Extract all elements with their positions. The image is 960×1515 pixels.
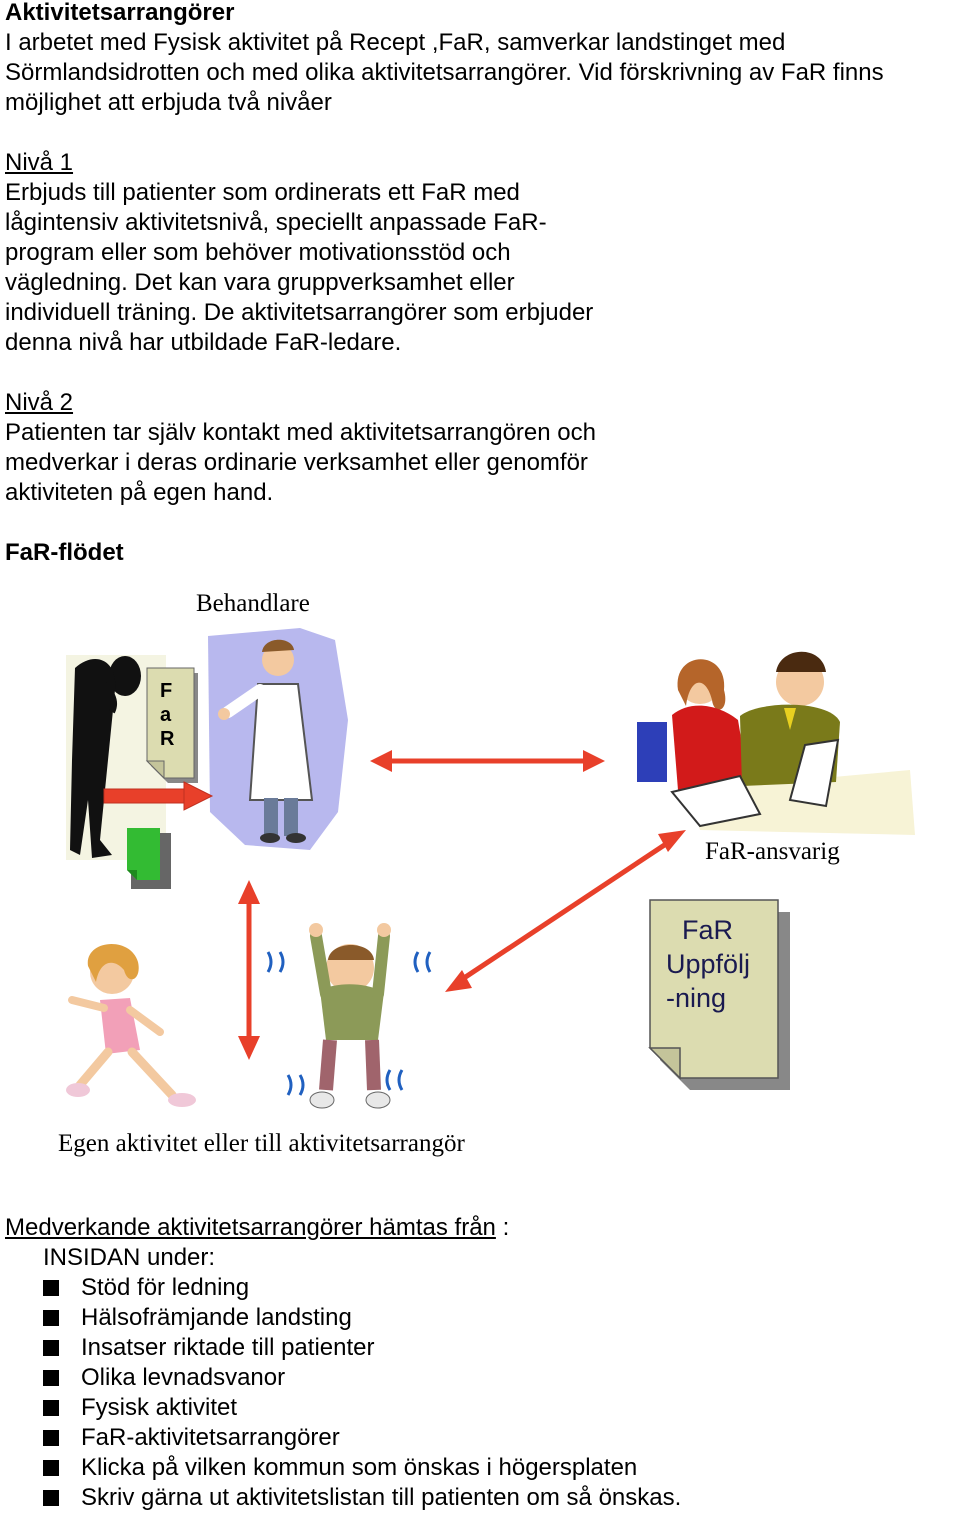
level2-title: Nivå 2 [5, 389, 74, 416]
label-behandlare: Behandlare [196, 590, 310, 617]
far-uppfoljning-note-icon [648, 899, 790, 1090]
list-item: Klicka på vilken kommun som önskas i hög… [43, 1453, 681, 1483]
list-item-label: Hälsofrämjande landsting [81, 1304, 352, 1331]
bullet-square-icon [43, 1430, 59, 1446]
far-note-letter: F [160, 680, 173, 702]
level2-line: aktiviteten på egen hand. [5, 479, 274, 506]
page-title: Aktivitetsarrangörer [5, 0, 235, 26]
far-flow-diagram [66, 628, 915, 1109]
list-item-label: Klicka på vilken kommun som önskas i hög… [81, 1454, 638, 1481]
running-woman-icon [66, 943, 196, 1107]
level2-section: Nivå 2 Patienten tar själv kontakt med a… [5, 388, 960, 508]
far-note-icon [145, 667, 198, 783]
level1-section: Nivå 1 Erbjuds till patienter som ordine… [5, 148, 960, 358]
intro-line: Sörmlandsidrotten och med olika aktivite… [5, 59, 884, 86]
far-note-text: F a R [160, 679, 174, 751]
list-item-label: Olika levnadsvanor [81, 1364, 286, 1391]
list-item: Stöd för ledning [43, 1273, 681, 1303]
level2-line: medverkar i deras ordinarie verksamhet e… [5, 449, 588, 476]
bullet-square-icon [43, 1370, 59, 1386]
intro-paragraph: I arbetet med Fysisk aktivitet på Recept… [5, 28, 960, 118]
sources-title: Medverkande aktivitetsarrangörer hämtas … [5, 1214, 496, 1241]
sources-colon: : [495, 1214, 510, 1241]
bullet-square-icon [43, 1490, 59, 1506]
level1-line: Erbjuds till patienter som ordinerats et… [5, 179, 520, 206]
uppfoljning-note-text: FaR Uppfölj -ning [666, 913, 750, 1015]
bullet-square-icon [43, 1460, 59, 1476]
doctor-icon [208, 628, 348, 850]
bullet-square-icon [43, 1280, 59, 1296]
uppfoljning-line: FaR [682, 915, 734, 945]
bullet-square-icon [43, 1340, 59, 1356]
far-note-letter: R [160, 728, 175, 750]
arrow-patient-to-doctor [103, 781, 214, 811]
label-egen-aktivitet: Egen aktivitet eller till aktivitetsarra… [58, 1130, 465, 1157]
uppfoljning-line: -ning [666, 983, 727, 1013]
level1-line: individuell träning. De aktivitetsarrang… [5, 299, 594, 326]
list-item: Hälsofrämjande landsting [43, 1303, 681, 1333]
level1-line: denna nivå har utbildade FaR-ledare. [5, 329, 402, 356]
level1-line: program eller som behöver motivationsstö… [5, 239, 511, 266]
list-item: Insatser riktade till patienter [43, 1333, 681, 1363]
arrow-diagonal [445, 830, 686, 992]
list-item: Skriv gärna ut aktivitetslistan till pat… [43, 1483, 681, 1513]
level1-title: Nivå 1 [5, 149, 74, 176]
arrow-vertical [238, 880, 260, 1060]
flow-title: FaR-flödet [5, 539, 124, 566]
level1-line: lågintensiv aktivitetsnivå, speciellt an… [5, 209, 547, 236]
uppfoljning-line: Uppfölj [666, 949, 751, 979]
intro-line: I arbetet med Fysisk aktivitet på Recept… [5, 29, 786, 56]
flow-arrows [103, 750, 686, 1060]
list-item-label: Skriv gärna ut aktivitetslistan till pat… [81, 1484, 682, 1511]
list-item-label: Stöd för ledning [81, 1274, 250, 1301]
list-item: Fysisk aktivitet [43, 1393, 681, 1423]
list-item-label: Insatser riktade till patienter [81, 1334, 375, 1361]
intro-line: möjlighet att erbjuda två nivåer [5, 89, 332, 116]
list-item-label: Fysisk aktivitet [81, 1394, 238, 1421]
insidan-label: INSIDAN under: [43, 1244, 216, 1271]
level2-line: Patienten tar själv kontakt med aktivite… [5, 419, 596, 446]
bullet-square-icon [43, 1400, 59, 1416]
label-far-ansvarig: FaR-ansvarig [705, 838, 840, 865]
bullet-square-icon [43, 1310, 59, 1326]
list-item-label: FaR-aktivitetsarrangörer [81, 1424, 340, 1451]
list-item: FaR-aktivitetsarrangörer [43, 1423, 681, 1453]
level1-line: vägledning. Det kan vara gruppverksamhet… [5, 269, 515, 296]
list-item: Olika levnadsvanor [43, 1363, 681, 1393]
far-note-letter: a [160, 704, 172, 726]
sources-list: Stöd för ledning Hälsofrämjande landstin… [43, 1273, 681, 1513]
far-ansvarig-people-icon [637, 651, 915, 835]
sources-heading: Medverkande aktivitetsarrangörer hämtas … [5, 1213, 509, 1243]
green-note-icon [127, 828, 171, 889]
arrow-doctor-ansvarig [370, 750, 605, 772]
jumping-man-icon [266, 923, 432, 1109]
